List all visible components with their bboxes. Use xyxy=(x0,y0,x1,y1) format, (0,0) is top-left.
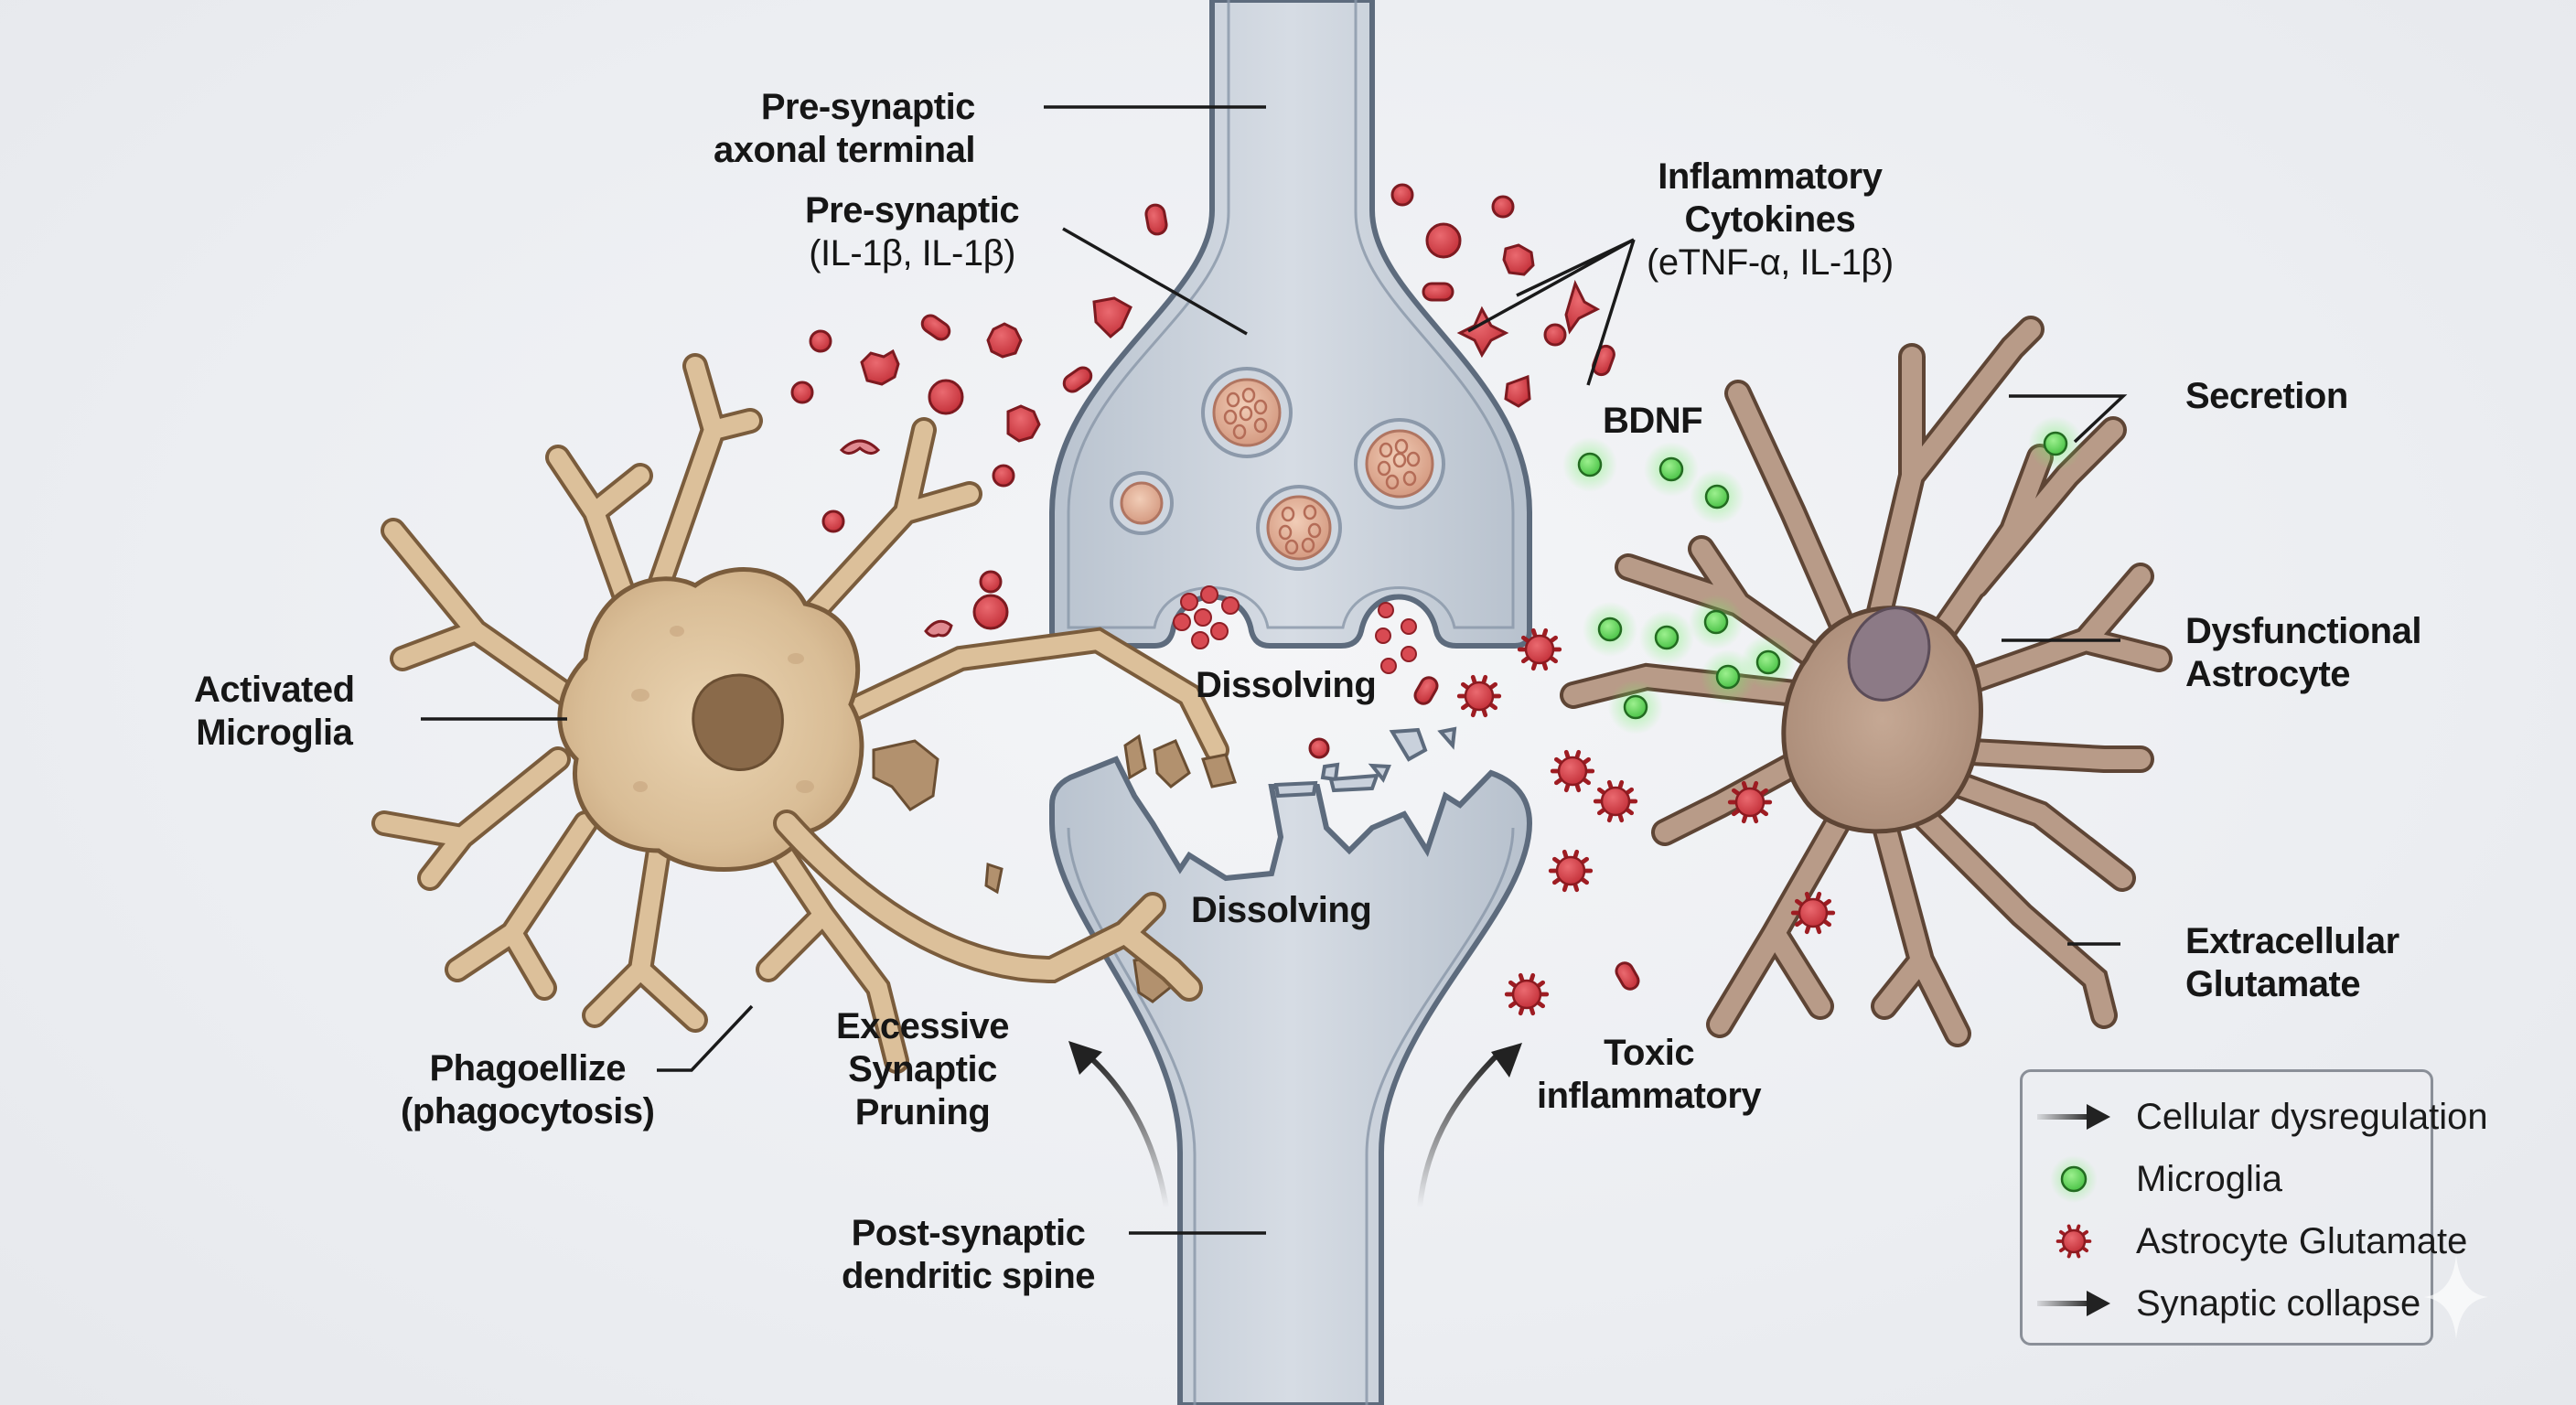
cytokines-left xyxy=(790,203,1168,638)
label-line: Excessive xyxy=(836,1006,1010,1046)
legend-label: Microglia xyxy=(2136,1158,2283,1199)
label-dissolving-lower: Dissolving xyxy=(1191,890,1372,930)
label-line: Astrocyte xyxy=(2185,654,2351,694)
label-line: inflammatory xyxy=(1537,1076,1762,1116)
synaptic-vesicles xyxy=(1110,367,1445,571)
glutamate-particle xyxy=(1550,749,1595,793)
legend-label: Cellular dysregulation xyxy=(2136,1096,2488,1137)
bdnf-particle xyxy=(1583,602,1637,657)
label-line: Cytokines xyxy=(1684,199,1856,240)
label-line: Toxic xyxy=(1604,1033,1695,1073)
glutamate-particle xyxy=(1517,627,1562,671)
label-line: (phagocytosis) xyxy=(401,1091,655,1132)
label-line: Synaptic xyxy=(848,1049,997,1089)
label-line: Phagoellize xyxy=(429,1048,627,1089)
legend-label: Synaptic collapse xyxy=(2136,1282,2421,1324)
glutamate-particle xyxy=(1456,674,1502,718)
arrow-icon xyxy=(2023,1089,2136,1144)
label-line: Pre-synaptic xyxy=(805,190,1020,231)
label-postsynaptic-spine: Post-synaptic dendritic spine xyxy=(842,1212,1096,1298)
vesicle xyxy=(1201,367,1293,458)
bdnf-particle xyxy=(1639,610,1694,665)
bdnf-particle xyxy=(1690,469,1744,524)
label-line: Activated xyxy=(194,670,355,710)
label-line: axonal terminal xyxy=(714,130,975,170)
green-sphere-icon xyxy=(2023,1152,2136,1207)
label-line: Glutamate xyxy=(2185,964,2361,1004)
label-line: Dysfunctional xyxy=(2185,611,2421,651)
label-line: Microglia xyxy=(196,713,353,753)
bdnf-particles xyxy=(1562,416,2083,735)
postsynaptic-spine xyxy=(1049,726,1533,1405)
legend-item: Cellular dysregulation xyxy=(2023,1089,2488,1144)
label-presynaptic-terminal: Pre-synaptic axonal terminal xyxy=(714,86,975,172)
membrane-fragments xyxy=(1273,726,1457,799)
bdnf-particle xyxy=(1644,442,1699,497)
bdnf-particle xyxy=(1562,437,1617,492)
label-line: Extracellular xyxy=(2185,921,2399,961)
bdnf-particle xyxy=(1741,635,1796,690)
label-line: (eTNF-α, IL-1β) xyxy=(1647,242,1894,283)
label-dysfunctional-astrocyte: Dysfunctional Astrocyte xyxy=(2185,610,2421,696)
bdnf-particle xyxy=(1689,595,1744,649)
red-spiky-sphere-icon xyxy=(2023,1214,2136,1269)
legend-item: Microglia xyxy=(2023,1152,2282,1207)
label-presynaptic-cytokines: Pre-synaptic (IL-1β, IL-1β) xyxy=(805,189,1020,275)
vesicle xyxy=(1354,418,1445,509)
glutamate-particle xyxy=(1548,849,1594,893)
label-bdnf: BDNF xyxy=(1603,401,1703,441)
label-line: Pre-synaptic xyxy=(760,87,976,127)
legend: Cellular dysregulation Microglia Astrocy… xyxy=(2020,1069,2488,1346)
bdnf-particle xyxy=(1608,680,1663,735)
glutamate-particle xyxy=(1727,780,1773,824)
activated-microglia-cell xyxy=(371,353,1237,1074)
label-line: (IL-1β, IL-1β) xyxy=(809,233,1015,273)
label-phagoellize: Phagoellize (phagocytosis) xyxy=(401,1047,655,1133)
vesicle xyxy=(1256,485,1342,571)
label-excessive-pruning: Excessive Synaptic Pruning xyxy=(836,1005,1010,1134)
label-activated-microglia: Activated Microglia xyxy=(194,669,355,755)
label-line: Post-synaptic xyxy=(851,1213,1086,1253)
pruning-arrow xyxy=(1068,1041,1169,1208)
bdnf-particle xyxy=(2028,416,2083,471)
cytokines-right xyxy=(1308,183,1640,991)
glutamate-particles xyxy=(1456,627,1836,1016)
legend-item: Synaptic collapse xyxy=(2023,1276,2420,1331)
label-line: dendritic spine xyxy=(842,1256,1096,1296)
released-neurotransmitters xyxy=(1173,585,1417,674)
label-toxic-inflammatory: Toxic inflammatory xyxy=(1537,1032,1762,1118)
leader-lines xyxy=(421,105,2128,1235)
glutamate-particle xyxy=(1593,779,1638,823)
label-line: Inflammatory xyxy=(1658,156,1883,197)
vesicle xyxy=(1110,471,1174,535)
label-line: Pruning xyxy=(854,1092,991,1132)
legend-item: Astrocyte Glutamate xyxy=(2023,1214,2467,1269)
glutamate-particle xyxy=(1790,891,1836,935)
legend-label: Astrocyte Glutamate xyxy=(2136,1220,2468,1261)
label-inflammatory-cytokines: Inflammatory Cytokines (eTNF-α, IL-1β) xyxy=(1647,156,1894,284)
glutamate-particle xyxy=(2055,1224,2092,1259)
glutamate-particle xyxy=(1504,972,1550,1016)
toxic-inflammatory-arrow xyxy=(1417,1043,1522,1208)
arrow-icon xyxy=(2023,1276,2136,1331)
label-extracellular-glutamate: Extracellular Glutamate xyxy=(2185,920,2399,1006)
label-dissolving-upper: Dissolving xyxy=(1196,665,1377,705)
sparkle-watermark-icon xyxy=(2424,1255,2488,1339)
label-secretion: Secretion xyxy=(2185,376,2348,416)
